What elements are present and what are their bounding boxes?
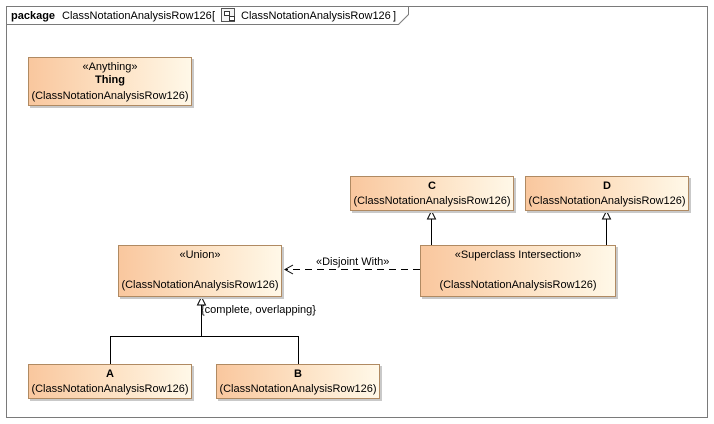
class-intersection-owner: (ClassNotationAnalysisRow126) xyxy=(439,279,597,291)
class-thing-name: Thing xyxy=(95,74,125,86)
class-union[interactable]: «Union» (ClassNotationAnalysisRow126) xyxy=(118,245,282,297)
class-superclass-intersection[interactable]: «Superclass Intersection» (ClassNotation… xyxy=(420,245,616,297)
class-thing-stereotype: «Anything» xyxy=(82,61,138,73)
generalization-b-to-union xyxy=(201,336,299,364)
frame-close-bracket: ] xyxy=(393,10,397,22)
class-c-name: C xyxy=(428,180,436,192)
class-intersection-stereotype: «Superclass Intersection» xyxy=(454,249,582,261)
generalization-set-label: {complete, overlapping} xyxy=(201,304,316,316)
frame-package-name: ClassNotationAnalysisRow126 xyxy=(62,10,212,22)
class-thing-owner: (ClassNotationAnalysisRow126) xyxy=(31,90,189,102)
package-frame xyxy=(6,6,708,418)
frame-diagram-name: ClassNotationAnalysisRow126 xyxy=(241,10,391,22)
class-b[interactable]: B (ClassNotationAnalysisRow126) xyxy=(216,364,380,399)
class-b-name: B xyxy=(294,368,302,380)
frame-keyword: package xyxy=(11,10,56,22)
class-d[interactable]: D (ClassNotationAnalysisRow126) xyxy=(525,176,689,211)
generalization-arrowhead-union xyxy=(196,295,207,306)
frame-open-bracket: [ xyxy=(212,10,216,22)
disjoint-dependency-arrowhead xyxy=(283,264,294,275)
class-d-owner: (ClassNotationAnalysisRow126) xyxy=(528,195,686,207)
class-union-owner: (ClassNotationAnalysisRow126) xyxy=(121,279,279,291)
class-a-name: A xyxy=(106,368,114,380)
class-b-owner: (ClassNotationAnalysisRow126) xyxy=(219,383,377,395)
class-union-stereotype: «Union» xyxy=(179,249,221,261)
generalization-arrowhead-c xyxy=(426,209,437,220)
class-a[interactable]: A (ClassNotationAnalysisRow126) xyxy=(28,364,192,399)
disjoint-with-label: «Disjoint With» xyxy=(316,256,390,268)
class-diagram-icon xyxy=(221,8,235,22)
class-c[interactable]: C (ClassNotationAnalysisRow126) xyxy=(350,176,514,211)
generalization-arrowhead-d xyxy=(601,209,612,220)
frame-name-tab xyxy=(6,6,409,25)
class-d-name: D xyxy=(603,180,611,192)
generalization-a-to-union xyxy=(110,336,202,364)
class-a-owner: (ClassNotationAnalysisRow126) xyxy=(31,383,189,395)
class-c-owner: (ClassNotationAnalysisRow126) xyxy=(353,195,511,207)
class-thing[interactable]: «Anything» Thing (ClassNotationAnalysisR… xyxy=(28,57,192,106)
